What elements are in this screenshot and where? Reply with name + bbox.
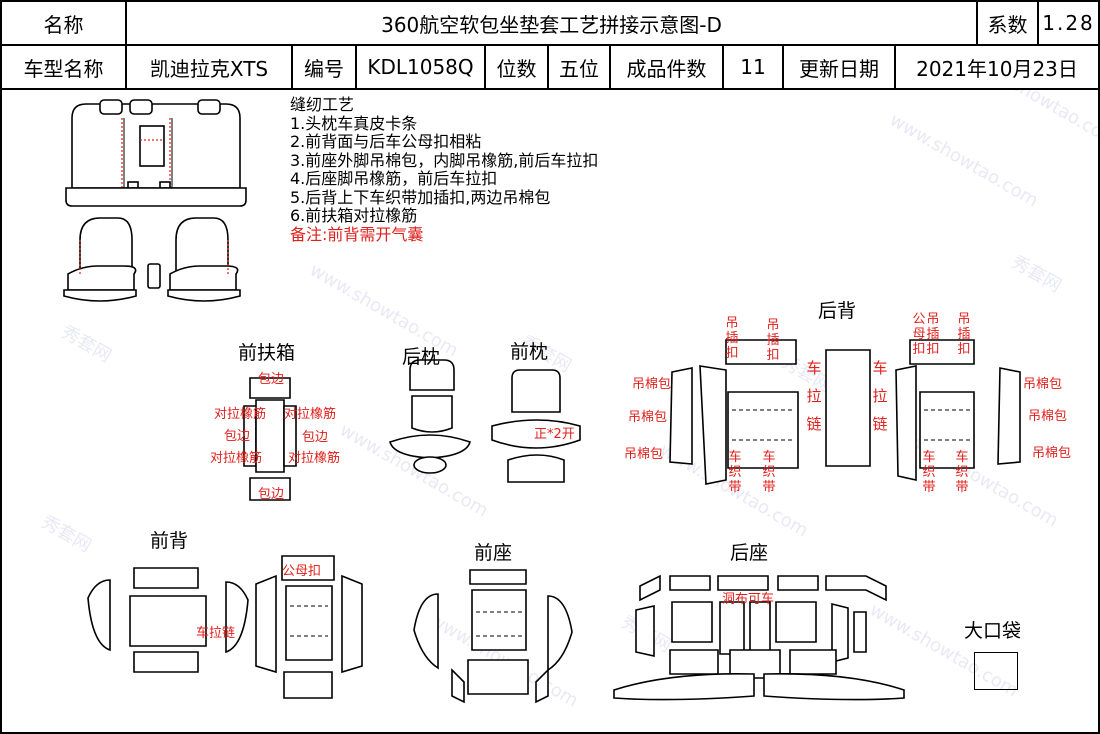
front-armrest-pattern [243, 377, 297, 501]
drawing-frame [0, 88, 1100, 734]
label-hang-cotton-6: 吊棉包 [1032, 446, 1072, 461]
label-snap-buckle: 公母扣 [282, 564, 322, 579]
section-big-pocket: 大口袋 [964, 620, 1022, 642]
label-hang-cotton-4: 吊棉包 [1023, 377, 1063, 392]
label-elastic-3: 对拉橡筋 [210, 451, 263, 466]
note-item-4: 4.后座脚吊橡筋，前后车拉扣 [290, 169, 498, 188]
date-value: 2021年10月23日 [894, 44, 1100, 90]
label-hang-cotton-5: 吊棉包 [1028, 409, 1068, 424]
rear-back-pattern [669, 339, 1021, 485]
label-elastic-2: 对拉橡筋 [284, 407, 337, 422]
model-value: 凯迪拉克XTS [125, 44, 293, 90]
note-remark: 备注:前背需开气囊 [290, 224, 424, 244]
section-front-headrest: 前枕 [510, 341, 549, 363]
note-item-3: 3.前座外脚吊棉包，内脚吊橡筋,前后车拉扣 [290, 150, 599, 170]
section-rear-headrest: 后枕 [402, 346, 441, 368]
rear-headrest-pattern [389, 359, 471, 474]
label-zipper-left: 车拉链 [806, 359, 822, 433]
overview-front-seats [63, 217, 241, 302]
note-item-2: 2.前背面与后车公母扣相粘 [290, 132, 482, 151]
section-front-back: 前背 [150, 530, 189, 552]
label-edge-top: 包边 [258, 372, 285, 387]
label-buckle-2: 吊插扣 [766, 318, 780, 363]
seats-value: 五位 [547, 44, 611, 90]
label-hang-cotton-3: 吊棉包 [624, 447, 664, 462]
label-buckle-4: 吊插扣 [957, 312, 971, 357]
header-table: 名称 360航空软包坐垫套工艺拼接示意图-D 系数 1.28 车型名称 凯迪拉克… [0, 0, 1100, 90]
date-label: 更新日期 [782, 44, 896, 90]
label-edge-left: 包边 [224, 429, 251, 444]
label-webbing-1: 车织带 [728, 450, 742, 495]
seats-label: 位数 [484, 44, 549, 90]
note-item-5: 5.后背上下车织带加插扣,两边吊棉包 [290, 187, 551, 207]
label-hang-cotton-2: 吊棉包 [628, 410, 668, 425]
label-webbing-3: 车织带 [922, 450, 936, 495]
note-item-1: 1.头枕车真皮卡条 [290, 113, 418, 133]
notes-heading: 缝纫工艺 [290, 95, 355, 114]
label-webbing-4: 车织带 [955, 450, 969, 495]
label-buckle-3: 吊插扣 [926, 312, 940, 357]
section-rear-back: 后背 [818, 300, 857, 322]
label-elastic-1: 对拉橡筋 [214, 407, 267, 422]
label-zipper-right: 车拉链 [872, 359, 888, 433]
rear-seat-pattern [613, 574, 905, 701]
name-label: 名称 [0, 0, 127, 46]
section-rear-seat: 后座 [730, 542, 769, 564]
note-item-6: 6.前扶箱对拉橡筋 [290, 206, 418, 225]
label-zipper-front-back: 车拉链 [196, 626, 236, 641]
label-edge-bottom: 包边 [258, 487, 285, 502]
front-back-pattern [87, 555, 363, 699]
front-headrest-pattern [491, 369, 581, 483]
label-hang-cotton-1: 吊棉包 [632, 377, 672, 392]
section-front-seat: 前座 [474, 542, 513, 564]
label-buckle-1: 吊插扣 [725, 316, 739, 361]
section-front-armrest: 前扶箱 [238, 342, 296, 364]
label-elastic-4: 对拉橡筋 [288, 451, 341, 466]
label-male-buckle: 公母扣 [912, 312, 926, 357]
code-value: KDL1058Q [355, 44, 486, 90]
label-hole-mark: 正*2开 [534, 427, 575, 442]
label-hole-sew: 洞布可车 [722, 592, 775, 607]
label-edge-right: 包边 [302, 430, 329, 445]
code-label: 编号 [291, 44, 357, 90]
label-webbing-2: 车织带 [762, 450, 776, 495]
sewing-notes: 缝纫工艺 1.头枕车真皮卡条 2.前背面与后车公母扣相粘 3.前座外脚吊棉包，内… [290, 95, 599, 244]
coef-value: 1.28 [1037, 0, 1100, 46]
overview-rear-seat [65, 99, 247, 207]
model-label: 车型名称 [0, 44, 127, 90]
big-pocket-pattern [974, 652, 1018, 690]
front-seat-pattern [413, 569, 573, 704]
